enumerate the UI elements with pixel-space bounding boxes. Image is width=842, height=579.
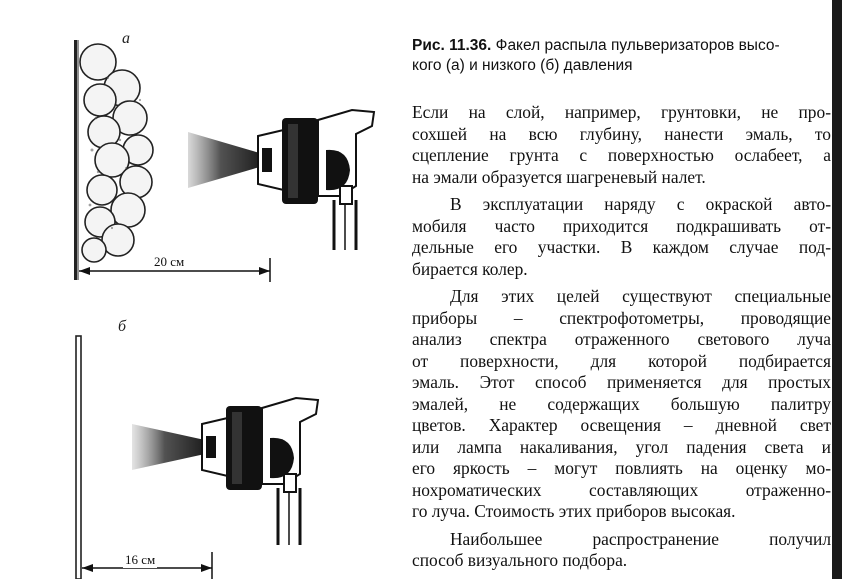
text-line: Если на слой, например, грунтовки, не пр… bbox=[412, 102, 831, 122]
text-line: дельные его участки. В каждом случае под… bbox=[412, 237, 831, 257]
dimension-label-a: 20 см bbox=[152, 254, 187, 270]
text-line: от поверхности, для которой подбирается bbox=[412, 350, 831, 371]
spray-gun-a bbox=[257, 108, 376, 250]
paint-speckle bbox=[88, 77, 142, 230]
caption-line-2: кого (а) и низкого (б) давления bbox=[412, 57, 633, 74]
text-line: цветов. Характер освещения – дневной све… bbox=[412, 415, 831, 435]
text-line: нохроматических составляющих отраженно- bbox=[412, 479, 831, 500]
text-line: способ визуального подбора. bbox=[412, 550, 628, 570]
figure-caption: Рис. 11.36. Факел распыла пульверизаторо… bbox=[412, 36, 828, 76]
text-line: эмалей, не содержащих большую палитру bbox=[412, 393, 831, 414]
paint-cloud bbox=[79, 43, 154, 263]
body-text: Если на слой, например, грунтовки, не пр… bbox=[412, 102, 831, 572]
figure-label-b: б bbox=[118, 318, 127, 335]
text-line: го луча. Стоимость этих приборов высокая… bbox=[412, 501, 736, 521]
text-line: приборы – спектрофотометры, проводящие bbox=[412, 307, 831, 328]
text-line: анализ спектра отраженного светового луч… bbox=[412, 329, 831, 349]
page-edge-shadow bbox=[832, 0, 842, 579]
figure-label-a: а bbox=[122, 30, 130, 47]
caption-text-1: Факел распыла пульверизаторов высо- bbox=[495, 37, 780, 54]
text-line: мобиля часто приходится подкрашивать от- bbox=[412, 215, 831, 236]
wall-a bbox=[74, 40, 79, 280]
text-line: В эксплуатации наряду с окраской авто- bbox=[450, 194, 831, 214]
dimension-a bbox=[79, 258, 271, 282]
wall-b bbox=[75, 335, 82, 579]
text-line: сцепление грунта с поверхностью ослабеет… bbox=[412, 145, 831, 165]
text-line: его яркость – могут повлиять на оценку м… bbox=[412, 458, 831, 478]
dimension-label-b: 16 см bbox=[123, 552, 158, 568]
spray-torch-figure bbox=[74, 40, 376, 579]
spray-cone-b bbox=[132, 424, 214, 470]
text-line: эмаль. Этот способ применяется для прост… bbox=[412, 372, 831, 392]
paragraph: Если на слой, например, грунтовки, не пр… bbox=[412, 102, 831, 188]
text-line: или лампа накаливания, угол падения свет… bbox=[412, 436, 831, 457]
caption-number: Рис. 11.36. bbox=[412, 37, 492, 54]
spray-cone-a bbox=[188, 132, 270, 188]
text-line: Для этих целей существуют специальные bbox=[450, 286, 831, 306]
dimension-b bbox=[82, 552, 213, 579]
caption-line-1: Рис. 11.36. Факел распыла пульверизаторо… bbox=[412, 36, 828, 56]
text-line: на эмали образуется шагреневый налет. bbox=[412, 166, 706, 187]
paragraph: В эксплуатации наряду с окраской авто-мо… bbox=[412, 194, 831, 280]
text-line: сохшей на всю глубину, нанести эмаль, то bbox=[412, 123, 831, 144]
text-line: Наибольшее распространение получил bbox=[450, 528, 831, 549]
spray-gun-b bbox=[201, 396, 320, 545]
figure-b bbox=[75, 335, 320, 579]
text-line: бирается колер. bbox=[412, 258, 528, 279]
figure-a bbox=[74, 40, 376, 282]
